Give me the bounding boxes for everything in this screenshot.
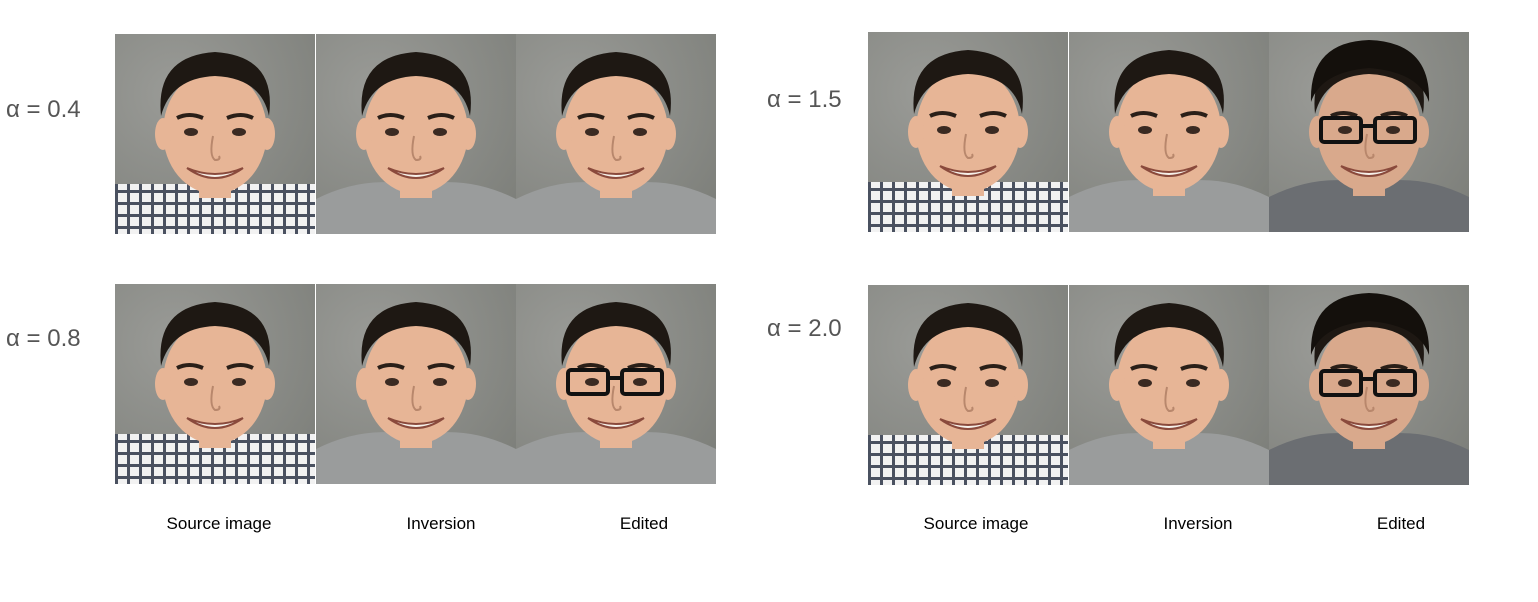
inversion-image [1068, 32, 1269, 232]
image-strip-4 [868, 285, 1469, 485]
image-strip-2 [868, 32, 1469, 232]
edited-image [1269, 285, 1469, 485]
caption-source-left: Source image [166, 514, 272, 533]
source-image [115, 284, 315, 484]
caption-source-right: Source image [923, 514, 1029, 533]
image-strip-3 [115, 284, 716, 484]
image-strip-1 [115, 34, 716, 234]
caption-edited-left: Edited [619, 514, 669, 533]
source-image [868, 285, 1068, 485]
edited-image [516, 34, 716, 234]
edited-image [516, 284, 716, 484]
caption-inversion-left: Inversion [406, 514, 476, 533]
source-image [868, 32, 1068, 232]
inversion-image [315, 34, 516, 234]
alpha-label-1: α = 0.4 [6, 96, 81, 123]
inversion-image [315, 284, 516, 484]
inversion-image [1068, 285, 1269, 485]
alpha-label-3: α = 0.8 [6, 325, 81, 352]
caption-inversion-right: Inversion [1163, 514, 1233, 533]
caption-edited-right: Edited [1376, 514, 1426, 533]
alpha-label-2: α = 1.5 [767, 86, 842, 113]
alpha-label-4: α = 2.0 [767, 315, 842, 342]
edited-image [1269, 32, 1469, 232]
source-image [115, 34, 315, 234]
